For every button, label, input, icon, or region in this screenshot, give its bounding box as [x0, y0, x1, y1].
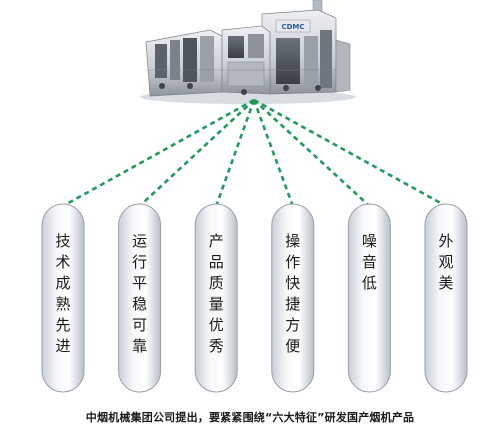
feature-pill-shape: [347, 203, 391, 393]
connector-line: [214, 99, 256, 207]
feature-pill-shape: [118, 203, 162, 393]
feature-label: 操作快捷方便: [285, 232, 300, 355]
connector-line: [253, 99, 371, 207]
connector-line: [62, 98, 255, 208]
feature-label: 运行平稳可靠: [132, 232, 147, 355]
feature-pill: 技术成熟先进: [41, 203, 85, 393]
connector-line: [252, 99, 295, 207]
feature-pill-shape: [41, 203, 85, 393]
feature-pill: 操作快捷方便: [271, 203, 315, 393]
feature-label: 技术成熟先进: [55, 232, 70, 355]
feature-pill: 外观美: [424, 203, 468, 393]
connector-lines: [62, 98, 447, 208]
brand-badge-text: CDMC: [281, 23, 304, 31]
caption-text: 中烟机械集团公司提出，要紧紧围绕“六大特征”研发国产烟机产品: [85, 411, 415, 424]
connector-line: [138, 99, 255, 207]
feature-pill: 运行平稳可靠: [118, 203, 162, 393]
feature-pill-shape: [424, 203, 468, 393]
connector-line: [253, 98, 447, 208]
cigarette-machine-illustration: CDMC: [140, 0, 356, 104]
feature-pill-shape: [271, 203, 315, 393]
feature-label: 外观美: [438, 232, 453, 292]
feature-pill-shape: [194, 203, 238, 393]
feature-pill: 噪音低: [347, 203, 391, 393]
feature-label: 产品质量优秀: [209, 232, 224, 355]
feature-pills: 技术成熟先进 运行平稳可靠 产品质量优秀 操作快捷方便 噪音低 外观美: [41, 203, 468, 393]
feature-label: 噪音低: [362, 232, 377, 292]
feature-pill: 产品质量优秀: [194, 203, 238, 393]
